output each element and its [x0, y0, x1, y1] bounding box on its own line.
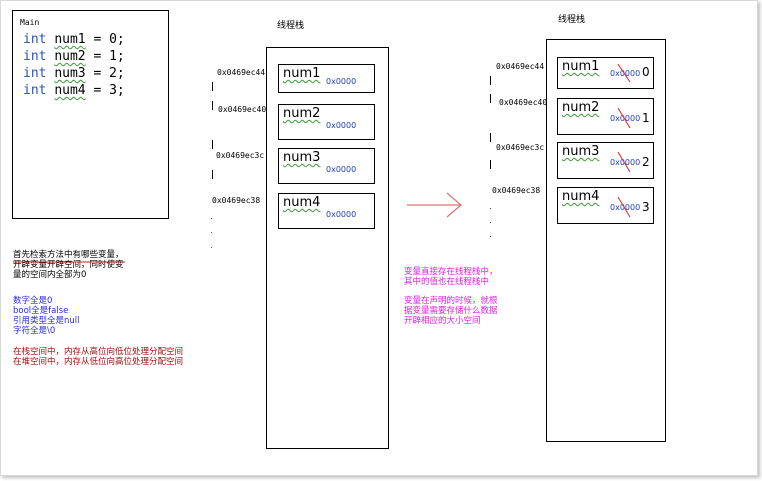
- right-addr-3: 0x0469ec3c: [496, 143, 545, 152]
- note-stack-storage: 变量直接存在线程栈中， 其中的值也在线程栈中: [404, 267, 498, 287]
- left-dot: [211, 232, 212, 233]
- code-line-1: int num1 = 0;: [23, 32, 125, 47]
- left-addr-2: 0x0469ec40: [218, 105, 267, 114]
- right-addr-4: 0x0469ec38: [492, 186, 541, 195]
- right-tick-4: [490, 160, 491, 169]
- right-cell-num4: num4 0x0000 3: [557, 187, 654, 224]
- right-dot: [490, 222, 491, 223]
- left-addr-4: 0x0469ec38: [212, 196, 261, 205]
- left-addr-1: 0x0469ec44: [217, 68, 266, 77]
- code-box-title: Main: [20, 18, 40, 27]
- left-tick-1: [212, 82, 213, 91]
- right-cell-num2: num2 0x0000 1: [557, 98, 654, 135]
- strike-mark: [617, 151, 631, 173]
- note-declare-size: 变量在声明的时候，就根 据变量需要存储什么数据 开辟相应的大小空间: [404, 296, 498, 326]
- code-line-2: int num2 = 1;: [23, 49, 125, 64]
- code-line-4: int num4 = 3;: [23, 83, 125, 98]
- left-dot: [211, 247, 212, 248]
- left-stack-title: 线程栈: [277, 21, 305, 31]
- note-allocation: 首先检索方法中有哪些变量， 开辟变量开辟空间，同时使变 量的空间内全部为0: [13, 250, 124, 280]
- code-line-3: int num3 = 2;: [23, 66, 125, 81]
- strike-mark: [617, 63, 631, 83]
- left-cell-num1: num1 0x0000: [278, 64, 375, 93]
- note-default-values: 数字全是0 bool全是false 引用类型全是null 字符全是\0: [13, 296, 80, 336]
- arrow-right-icon: [407, 192, 462, 218]
- right-cell-num1: num1 0x0000 0: [557, 57, 654, 89]
- left-cell-num4: num4 0x0000: [278, 193, 375, 229]
- right-dot: [490, 236, 491, 237]
- strike-mark: [617, 196, 631, 218]
- left-tick-2: [212, 101, 213, 110]
- right-cell-num3: num3 0x0000 2: [557, 142, 654, 179]
- left-cell-num3: num3 0x0000: [278, 148, 375, 184]
- code-box: Main int num1 = 0; int num2 = 1; int num…: [12, 10, 169, 219]
- right-stack: num1 0x0000 0 num2 0x0000 1 num3 0x0000 …: [546, 39, 666, 442]
- left-stack: num1 0x0000 num2 0x0000 num3 0x0000 num4…: [266, 47, 389, 449]
- left-addr-3: 0x0469ec3c: [216, 151, 265, 160]
- right-addr-1: 0x0469ec44: [496, 62, 545, 71]
- right-stack-title: 线程栈: [558, 15, 586, 25]
- right-tick-3: [490, 133, 491, 142]
- right-tick-1: [490, 76, 491, 85]
- left-tick-3: [212, 140, 213, 149]
- note-memory-direction: 在栈空间中，内存从高位向低位处理分配空间 在堆空间中，内存从低位向高位处理分配空…: [13, 347, 184, 367]
- right-dot: [490, 208, 491, 209]
- left-cell-num2: num2 0x0000: [278, 104, 375, 140]
- note-underline: [13, 261, 125, 263]
- left-dot: [211, 218, 212, 219]
- right-tick-2: [490, 94, 491, 103]
- right-addr-2: 0x0469ec40: [499, 98, 548, 107]
- left-tick-4: [212, 170, 213, 179]
- strike-mark: [617, 107, 631, 129]
